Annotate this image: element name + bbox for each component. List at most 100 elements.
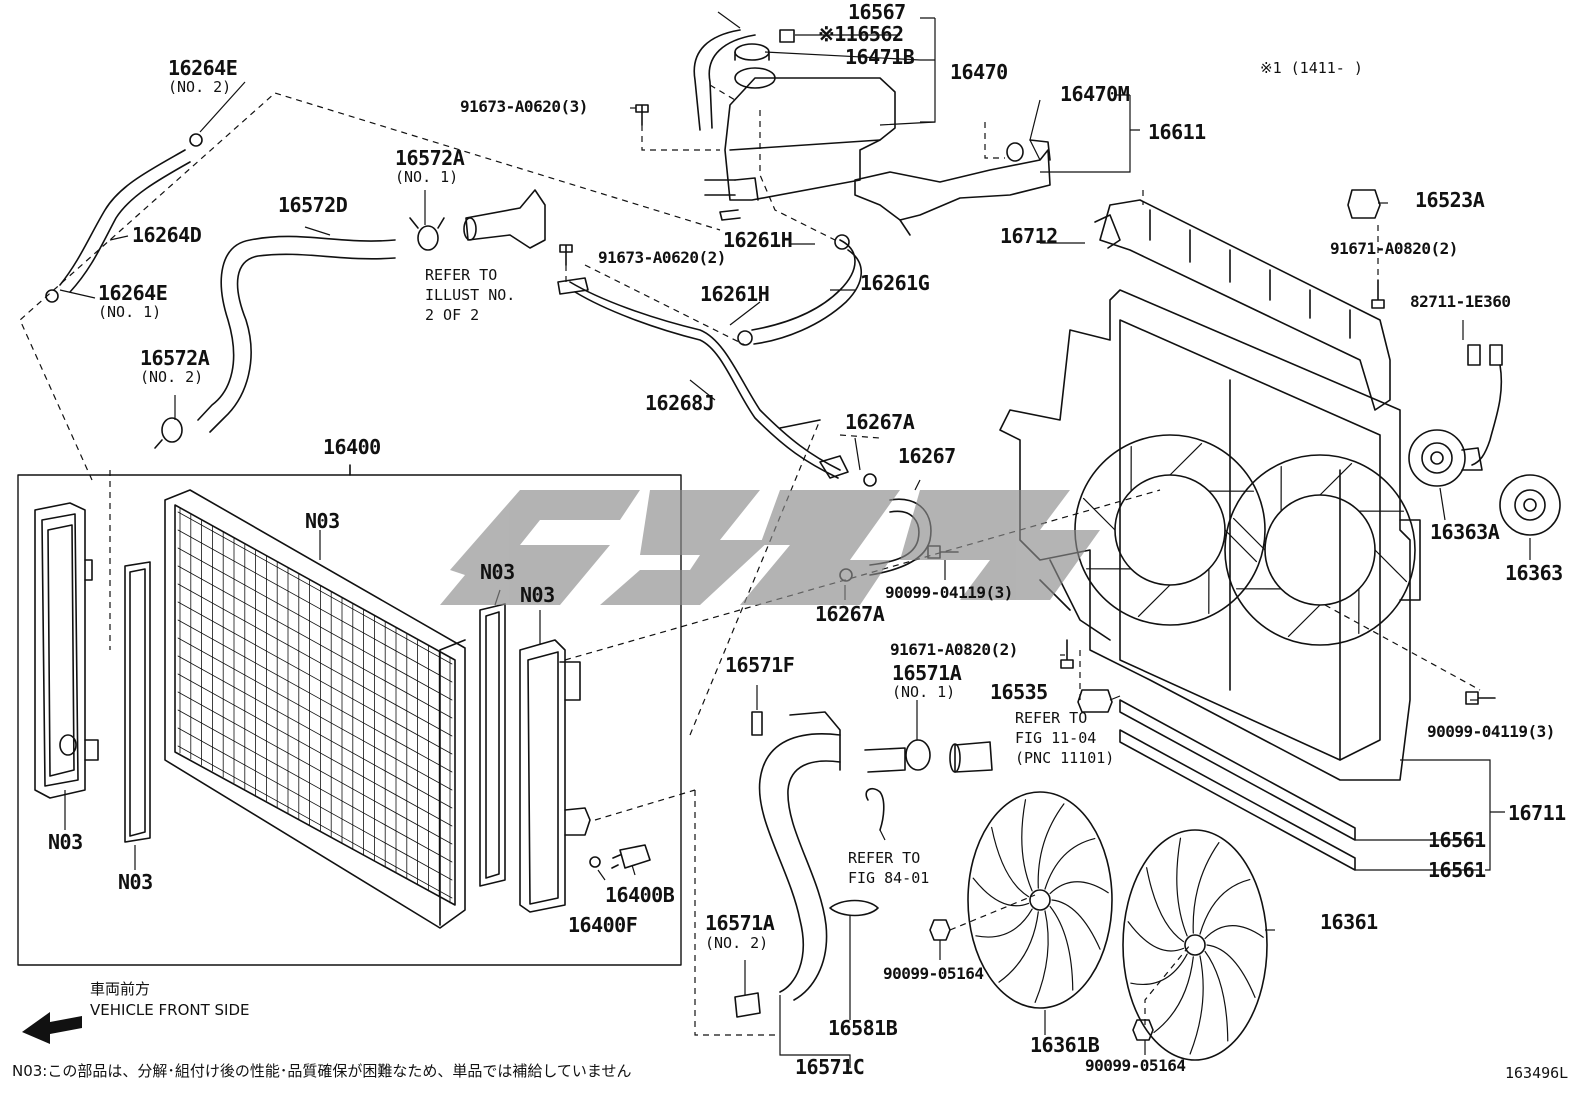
callout-16571a-no1-sub: (NO. 1)	[892, 683, 956, 701]
callout-16471b: 16471B	[845, 45, 915, 69]
hose-clamp-16572a-no2	[154, 417, 183, 449]
callout-16571a-no1: 16571A	[892, 661, 962, 685]
callout-16572a-no1-sub: (NO. 1)	[395, 168, 459, 186]
callout-16264e-no1-sub: (NO. 1)	[98, 303, 162, 321]
reserve-hose-16264d	[59, 149, 186, 286]
callout-16611: 16611	[1148, 120, 1206, 144]
callout-91673-a0620-2: 91673-A0620(2)	[598, 248, 726, 267]
vehicle-front-label-en: VEHICLE FRONT SIDE	[90, 1001, 250, 1019]
callout-16400b: 16400B	[605, 883, 675, 907]
fan-motor-16363a	[1408, 429, 1483, 487]
bolt-91673a	[635, 104, 649, 126]
callout-16572d: 16572D	[278, 193, 348, 217]
radiator-fins	[177, 507, 453, 904]
callout-n03-left-tank: N03	[48, 830, 83, 854]
clamp-16571a-no2	[734, 992, 761, 1018]
figure-code: 163496L	[1505, 1064, 1569, 1082]
callout-16267: 16267	[898, 444, 956, 468]
callout-16361b: 16361B	[1030, 1033, 1100, 1057]
callout-91671-a0820-2-a: 91671-A0820(2)	[1330, 239, 1458, 258]
shroud-upper-support	[1099, 199, 1391, 411]
callout-16261g: 16261G	[860, 271, 930, 295]
refer-fig84-line1: REFER TO	[848, 849, 921, 867]
watermark-logo	[440, 490, 1100, 605]
reservoir-tank	[704, 29, 896, 221]
callout-16562: ※116562	[818, 22, 904, 46]
pipe-refer-fig11	[954, 741, 993, 773]
radiator-left-tank	[34, 502, 99, 799]
refer-illust-line2: ILLUST NO.	[425, 286, 516, 304]
gasket-n03-left	[124, 561, 151, 843]
callout-16400: 16400	[323, 435, 381, 459]
callout-16571f: 16571F	[725, 653, 795, 677]
callout-16400f: 16400F	[568, 913, 638, 937]
callout-90099-04119-3-a: 90099-04119(3)	[885, 583, 1013, 602]
callout-16561-a: 16561	[1428, 828, 1486, 852]
callout-16571a-no2-sub: (NO. 2)	[705, 934, 769, 952]
callout-90099-04119-3-b: 90099-04119(3)	[1427, 722, 1555, 741]
callout-16523a: 16523A	[1415, 188, 1485, 212]
hose-clamp-16572a-no1	[409, 217, 445, 251]
refer-fig84-line2: FIG 84-01	[848, 869, 930, 887]
bypass-pipe-16268j	[569, 281, 841, 471]
bolt-91671	[1371, 279, 1385, 309]
callout-16470: 16470	[950, 60, 1008, 84]
lower-radiator-hose	[758, 733, 841, 993]
grommet-16523a	[1347, 189, 1381, 219]
refer-illust-line3: 2 OF 2	[425, 306, 480, 324]
callout-16264e-no1: 16264E	[98, 281, 168, 305]
callout-n03-gasket: N03	[480, 560, 515, 584]
callout-16712: 16712	[1000, 224, 1058, 248]
callout-16567: 16567	[848, 0, 906, 24]
refer-fig11-line1: REFER TO	[1015, 709, 1088, 727]
callout-91673-a0620-3: 91673-A0620(3)	[460, 97, 588, 116]
vehicle-front-arrow	[22, 1012, 82, 1044]
callout-16571a-no2: 16571A	[705, 911, 775, 935]
wire-clip	[865, 788, 885, 831]
callout-16581b: 16581B	[828, 1016, 898, 1040]
callout-16470m: 16470M	[1060, 82, 1130, 106]
callout-16361: 16361	[1320, 910, 1378, 934]
grommet-16535	[1077, 689, 1113, 713]
callout-16267a-a: 16267A	[845, 410, 915, 434]
nut-90099-05164a	[929, 919, 951, 941]
callout-82711-1e360: 82711-1E360	[1410, 292, 1511, 311]
bolt-91673b	[559, 244, 573, 266]
fan-motor-16363	[1499, 474, 1561, 536]
fan-16361b	[967, 791, 1113, 1009]
refer-illust-line1: REFER TO	[425, 266, 498, 284]
clamp-16571f	[751, 711, 763, 736]
drain-plug	[611, 844, 651, 869]
callout-16264e-no2-sub: (NO. 2)	[168, 78, 232, 96]
callout-n03-core: N03	[305, 509, 340, 533]
callout-90099-05164-b: 90099-05164	[1085, 1056, 1186, 1075]
bolt-90099-04119b	[1465, 691, 1496, 705]
bolt-91671b	[1060, 639, 1074, 669]
shroud-fan-blades	[1082, 442, 1408, 638]
callout-16572a-no2-sub: (NO. 2)	[140, 368, 204, 386]
connector-82711	[1467, 344, 1503, 366]
callout-16261h-b: 16261H	[700, 282, 770, 306]
refer-fig11-line3: (PNC 11101)	[1015, 749, 1115, 767]
callout-16561-b: 16561	[1428, 858, 1486, 882]
clamp-16581b	[829, 899, 879, 917]
callout-16571c: 16571C	[795, 1055, 865, 1079]
callout-n03-tank: N03	[520, 583, 555, 607]
callout-16264e-no2: 16264E	[168, 56, 238, 80]
callout-16267a-b: 16267A	[815, 602, 885, 626]
vehicle-front-label-jp: 車両前方	[90, 980, 151, 998]
callout-16261h-a: 16261H	[723, 228, 793, 252]
callout-16363: 16363	[1505, 561, 1563, 585]
overflow-hose	[693, 29, 756, 131]
callout-16535: 16535	[990, 680, 1048, 704]
upper-radiator-hose	[197, 235, 396, 421]
reservoir-bracket	[854, 139, 1051, 236]
footer-n03-note: N03:この部品は、分解･組付け後の性能･品質確保が困難なため、単品では補給して…	[12, 1062, 632, 1080]
callout-16711: 16711	[1508, 801, 1566, 825]
callout-16572a-no1: 16572A	[395, 146, 465, 170]
callout-16363a: 16363A	[1430, 520, 1500, 544]
callout-91671-a0820-2-b: 91671-A0820(2)	[890, 640, 1018, 659]
fan-blades	[972, 799, 1264, 1055]
callout-16268j: 16268J	[645, 391, 715, 415]
